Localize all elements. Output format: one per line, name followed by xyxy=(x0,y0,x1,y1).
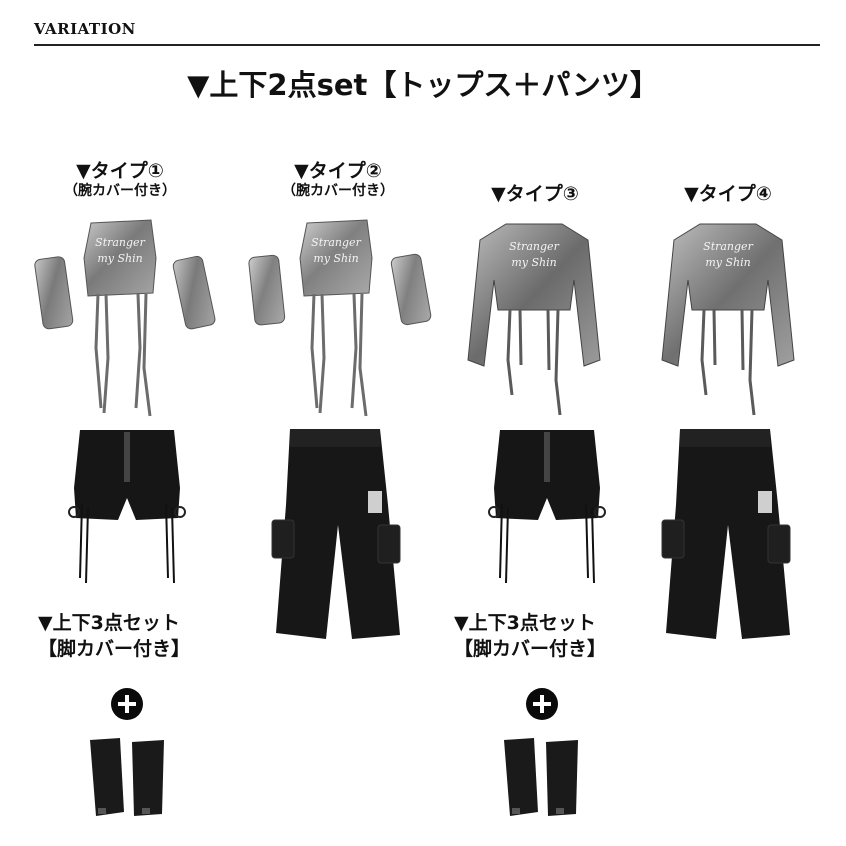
type-4-label-group: ▼タイプ④ xyxy=(638,183,818,205)
type-2-sublabel: （腕カバー付き） xyxy=(282,183,394,199)
print-line-2: my Shin xyxy=(97,252,142,265)
arm-cover-left xyxy=(34,256,74,330)
leg-cover-right-image xyxy=(504,738,578,816)
type-1-label: ▼タイプ① xyxy=(76,160,164,182)
type-1-sublabel: （腕カバー付き） xyxy=(64,183,176,199)
type-1-top-image: Stranger my Shin xyxy=(34,219,216,417)
plus-icon xyxy=(526,688,558,720)
print-line-2: my Shin xyxy=(705,256,750,269)
set-label-right-line2: 【脚カバー付き】 xyxy=(454,638,607,660)
set-label-left-line1: ▼上下3点セット xyxy=(38,612,180,634)
plus-icon xyxy=(111,688,143,720)
type-3-bottom-shorts-image xyxy=(488,430,606,584)
type-3-label-group: ▼タイプ③ xyxy=(445,183,625,205)
type-2-label-group: ▼タイプ② （腕カバー付き） xyxy=(248,160,428,200)
type-2-label: ▼タイプ② xyxy=(294,160,382,182)
leg-cover-left-image xyxy=(90,738,164,816)
set-label-right-line1: ▼上下3点セット xyxy=(454,612,596,634)
arm-cover-right xyxy=(172,255,216,330)
type-3-top-image: Stranger my Shin xyxy=(467,223,601,416)
type-3-label: ▼タイプ③ xyxy=(491,183,579,205)
set-label-left: ▼上下3点セット 【脚カバー付き】 xyxy=(38,610,190,662)
set-label-right: ▼上下3点セット 【脚カバー付き】 xyxy=(454,610,606,662)
print-line-1: Stranger xyxy=(509,240,559,253)
header-divider xyxy=(34,44,820,46)
print-line-2: my Shin xyxy=(313,252,358,265)
print-line-1: Stranger xyxy=(311,236,361,249)
type-1-label-group: ▼タイプ① （腕カバー付き） xyxy=(30,160,210,200)
print-line-1: Stranger xyxy=(703,240,753,253)
print-line-2: my Shin xyxy=(511,256,556,269)
type-2-top-image: Stranger my Shin xyxy=(248,219,432,417)
set-headline: ▼上下2点set【トップス＋パンツ】 xyxy=(187,68,659,102)
type-2-bottom-pants-image xyxy=(271,429,401,639)
section-header: VARIATION xyxy=(34,20,136,38)
type-1-bottom-shorts-image xyxy=(68,430,186,584)
set-label-left-line2: 【脚カバー付き】 xyxy=(38,638,191,660)
type-4-label: ▼タイプ④ xyxy=(684,183,772,205)
type-4-bottom-pants-image xyxy=(661,429,791,639)
print-line-1: Stranger xyxy=(95,236,145,249)
type-4-top-image: Stranger my Shin xyxy=(661,223,795,416)
